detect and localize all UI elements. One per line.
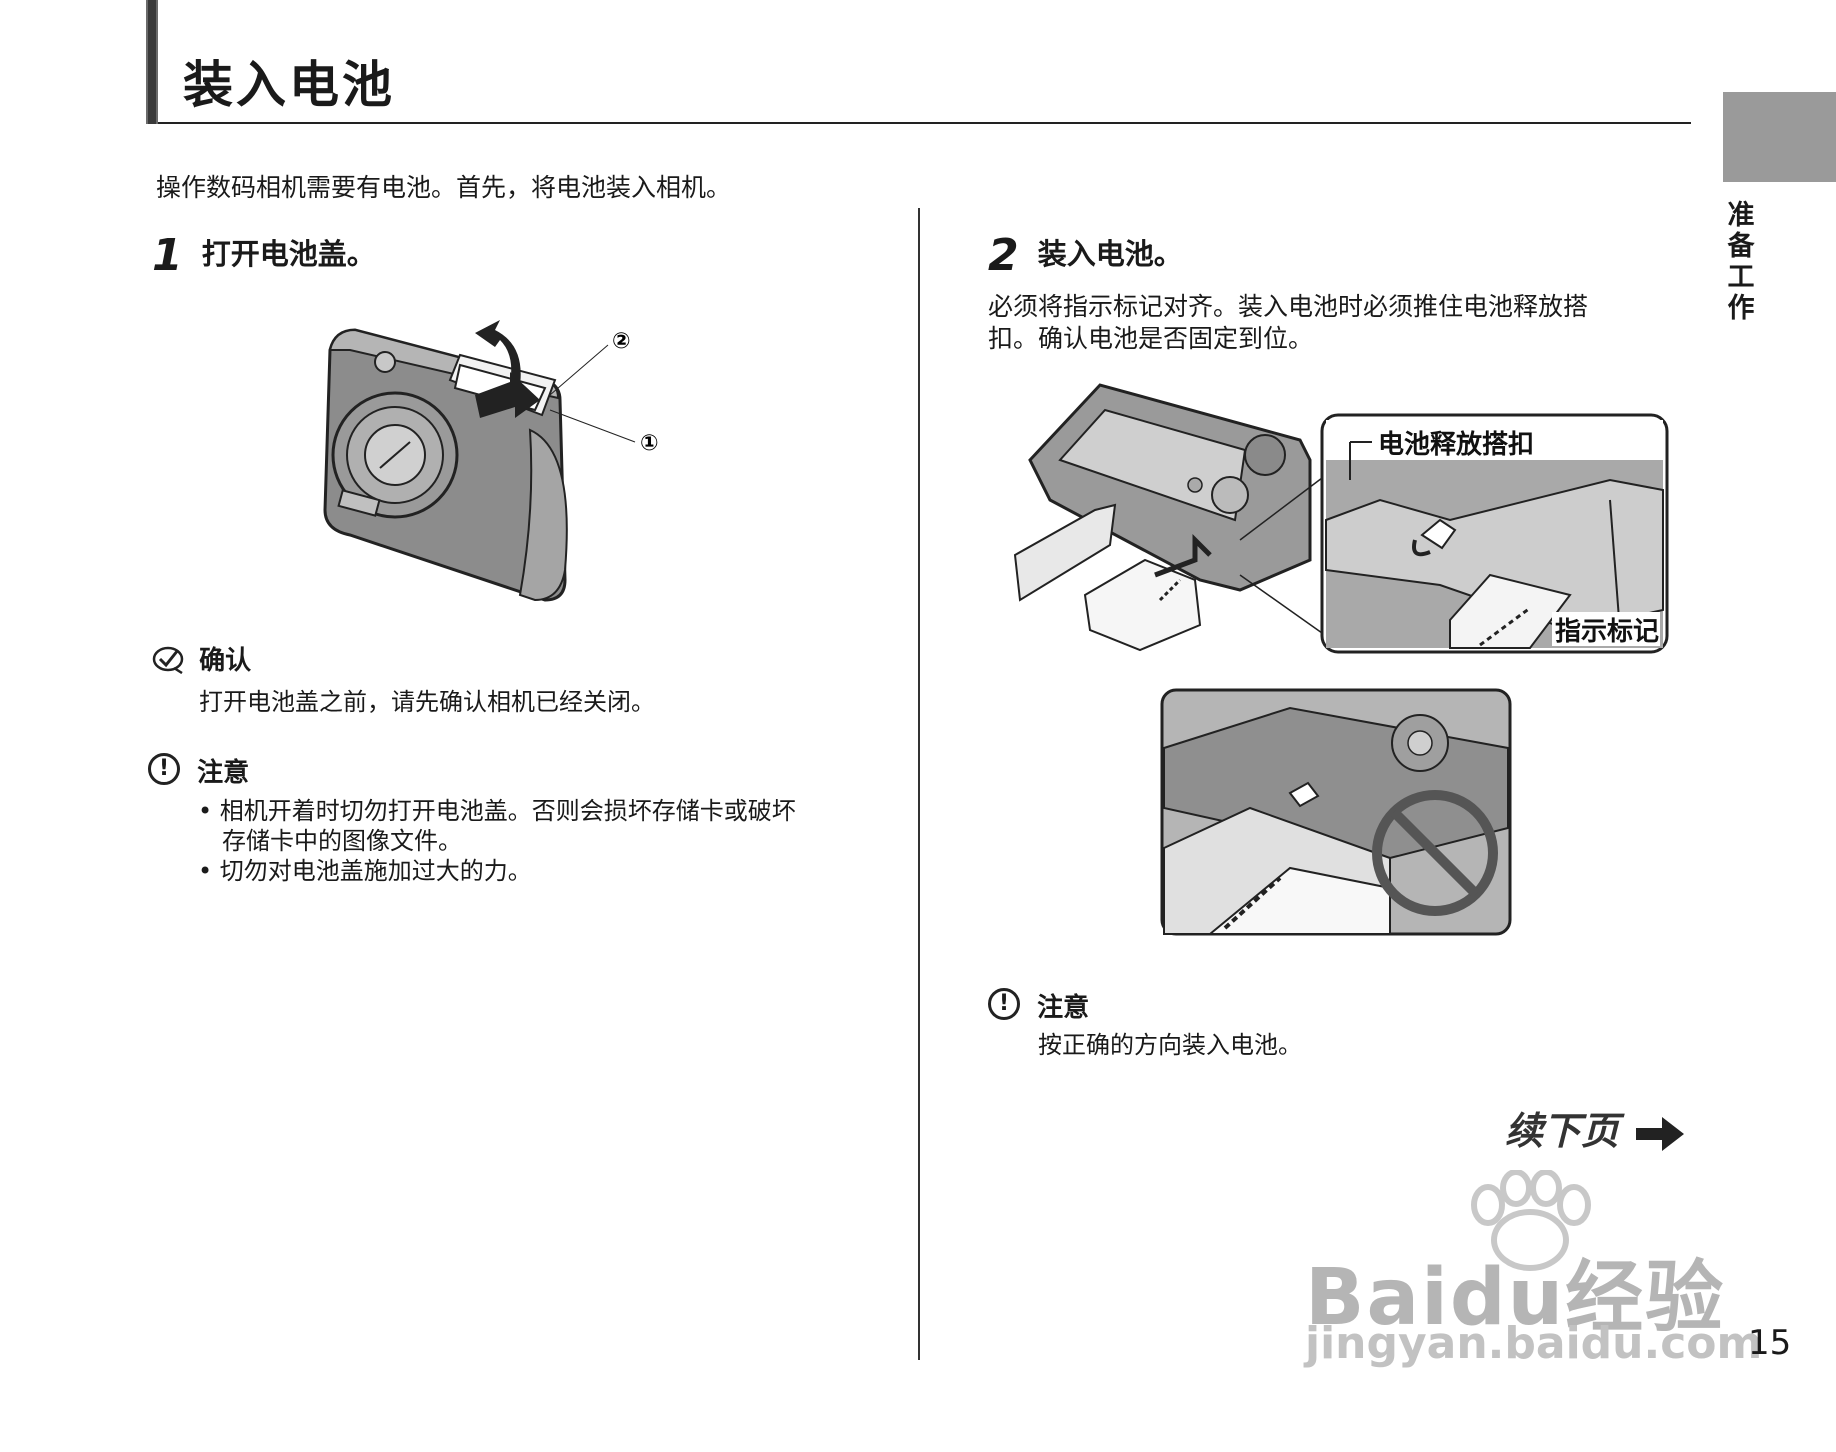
watermark-url: jingyan.baidu.com (1305, 1318, 1763, 1369)
exclamation-icon: ! (988, 988, 1020, 1020)
watermark-main: Baidu经验 (1305, 1253, 1726, 1343)
step1-marker-1: ① (640, 431, 659, 456)
continue-next-label: 续下页 (1505, 1109, 1620, 1153)
callout-battery-latch: 电池释放搭扣 (1378, 429, 1534, 460)
caution1-bullet-1-cont: 存储卡中的图像文件。 (222, 827, 462, 855)
arrow-right-icon (1636, 1116, 1685, 1151)
wrong-direction-illustration (1160, 688, 1512, 936)
confirm-heading-row: 确认 (152, 640, 251, 677)
caution2-heading: 注意 (1037, 993, 1090, 1023)
column-divider (918, 208, 920, 1360)
caution1-heading-row: ! 注意 (148, 752, 249, 789)
check-icon (152, 646, 184, 674)
step1-title: 打开电池盖。 (201, 237, 376, 271)
title-underline (158, 122, 1691, 124)
paw-watermark-icon (1471, 1170, 1591, 1271)
continue-next-page[interactable]: 续下页 (1505, 1100, 1685, 1155)
step1-number: 1 (152, 230, 183, 281)
intro-text: 操作数码相机需要有电池。首先，将电池装入相机。 (156, 173, 732, 202)
title-accent-bar-inner (148, 0, 156, 124)
caution1-bullet-1: • 相机开着时切勿打开电池盖。否则会损坏存储卡或破坏 (198, 797, 796, 825)
caution1-heading: 注意 (197, 758, 250, 788)
step2-title: 装入电池。 (1037, 237, 1183, 271)
section-tab-label: 准备工作 (1727, 200, 1755, 324)
step2-heading: 2 装入电池。 (988, 230, 1183, 281)
battery-insert-illustration: 电池释放搭扣 指示标记 (1013, 383, 1669, 654)
prohibited-icon (1372, 790, 1498, 916)
caution1-bullet-2-text: 切勿对电池盖施加过大的力。 (219, 857, 532, 885)
camera-open-cover-illustration: ② ① (323, 320, 659, 602)
caution1-bullet-2: • 切勿对电池盖施加过大的力。 (198, 857, 532, 885)
caution2-heading-row: ! 注意 (988, 987, 1089, 1024)
callout-indicator-mark: 指示标记 (1555, 617, 1659, 647)
step2-number: 2 (988, 230, 1019, 281)
step2-text-line2: 扣。确认电池是否固定到位。 (988, 324, 1314, 353)
confirm-heading: 确认 (199, 646, 252, 676)
caution1-bullet-1-text: 相机开着时切勿打开电池盖。否则会损坏存储卡或破坏 (219, 797, 796, 825)
confirm-text: 打开电池盖之前，请先确认相机已经关闭。 (199, 688, 655, 716)
section-tab (1723, 92, 1836, 182)
exclamation-icon: ! (148, 753, 180, 785)
caution2-text: 按正确的方向装入电池。 (1038, 1031, 1302, 1059)
step1-heading: 1 打开电池盖。 (152, 230, 376, 281)
page-number: 15 (1748, 1323, 1792, 1363)
step2-text-line1: 必须将指示标记对齐。装入电池时必须推住电池释放搭 (988, 292, 1589, 321)
step1-marker-2: ② (612, 329, 631, 354)
page-title: 装入电池 (183, 56, 395, 114)
